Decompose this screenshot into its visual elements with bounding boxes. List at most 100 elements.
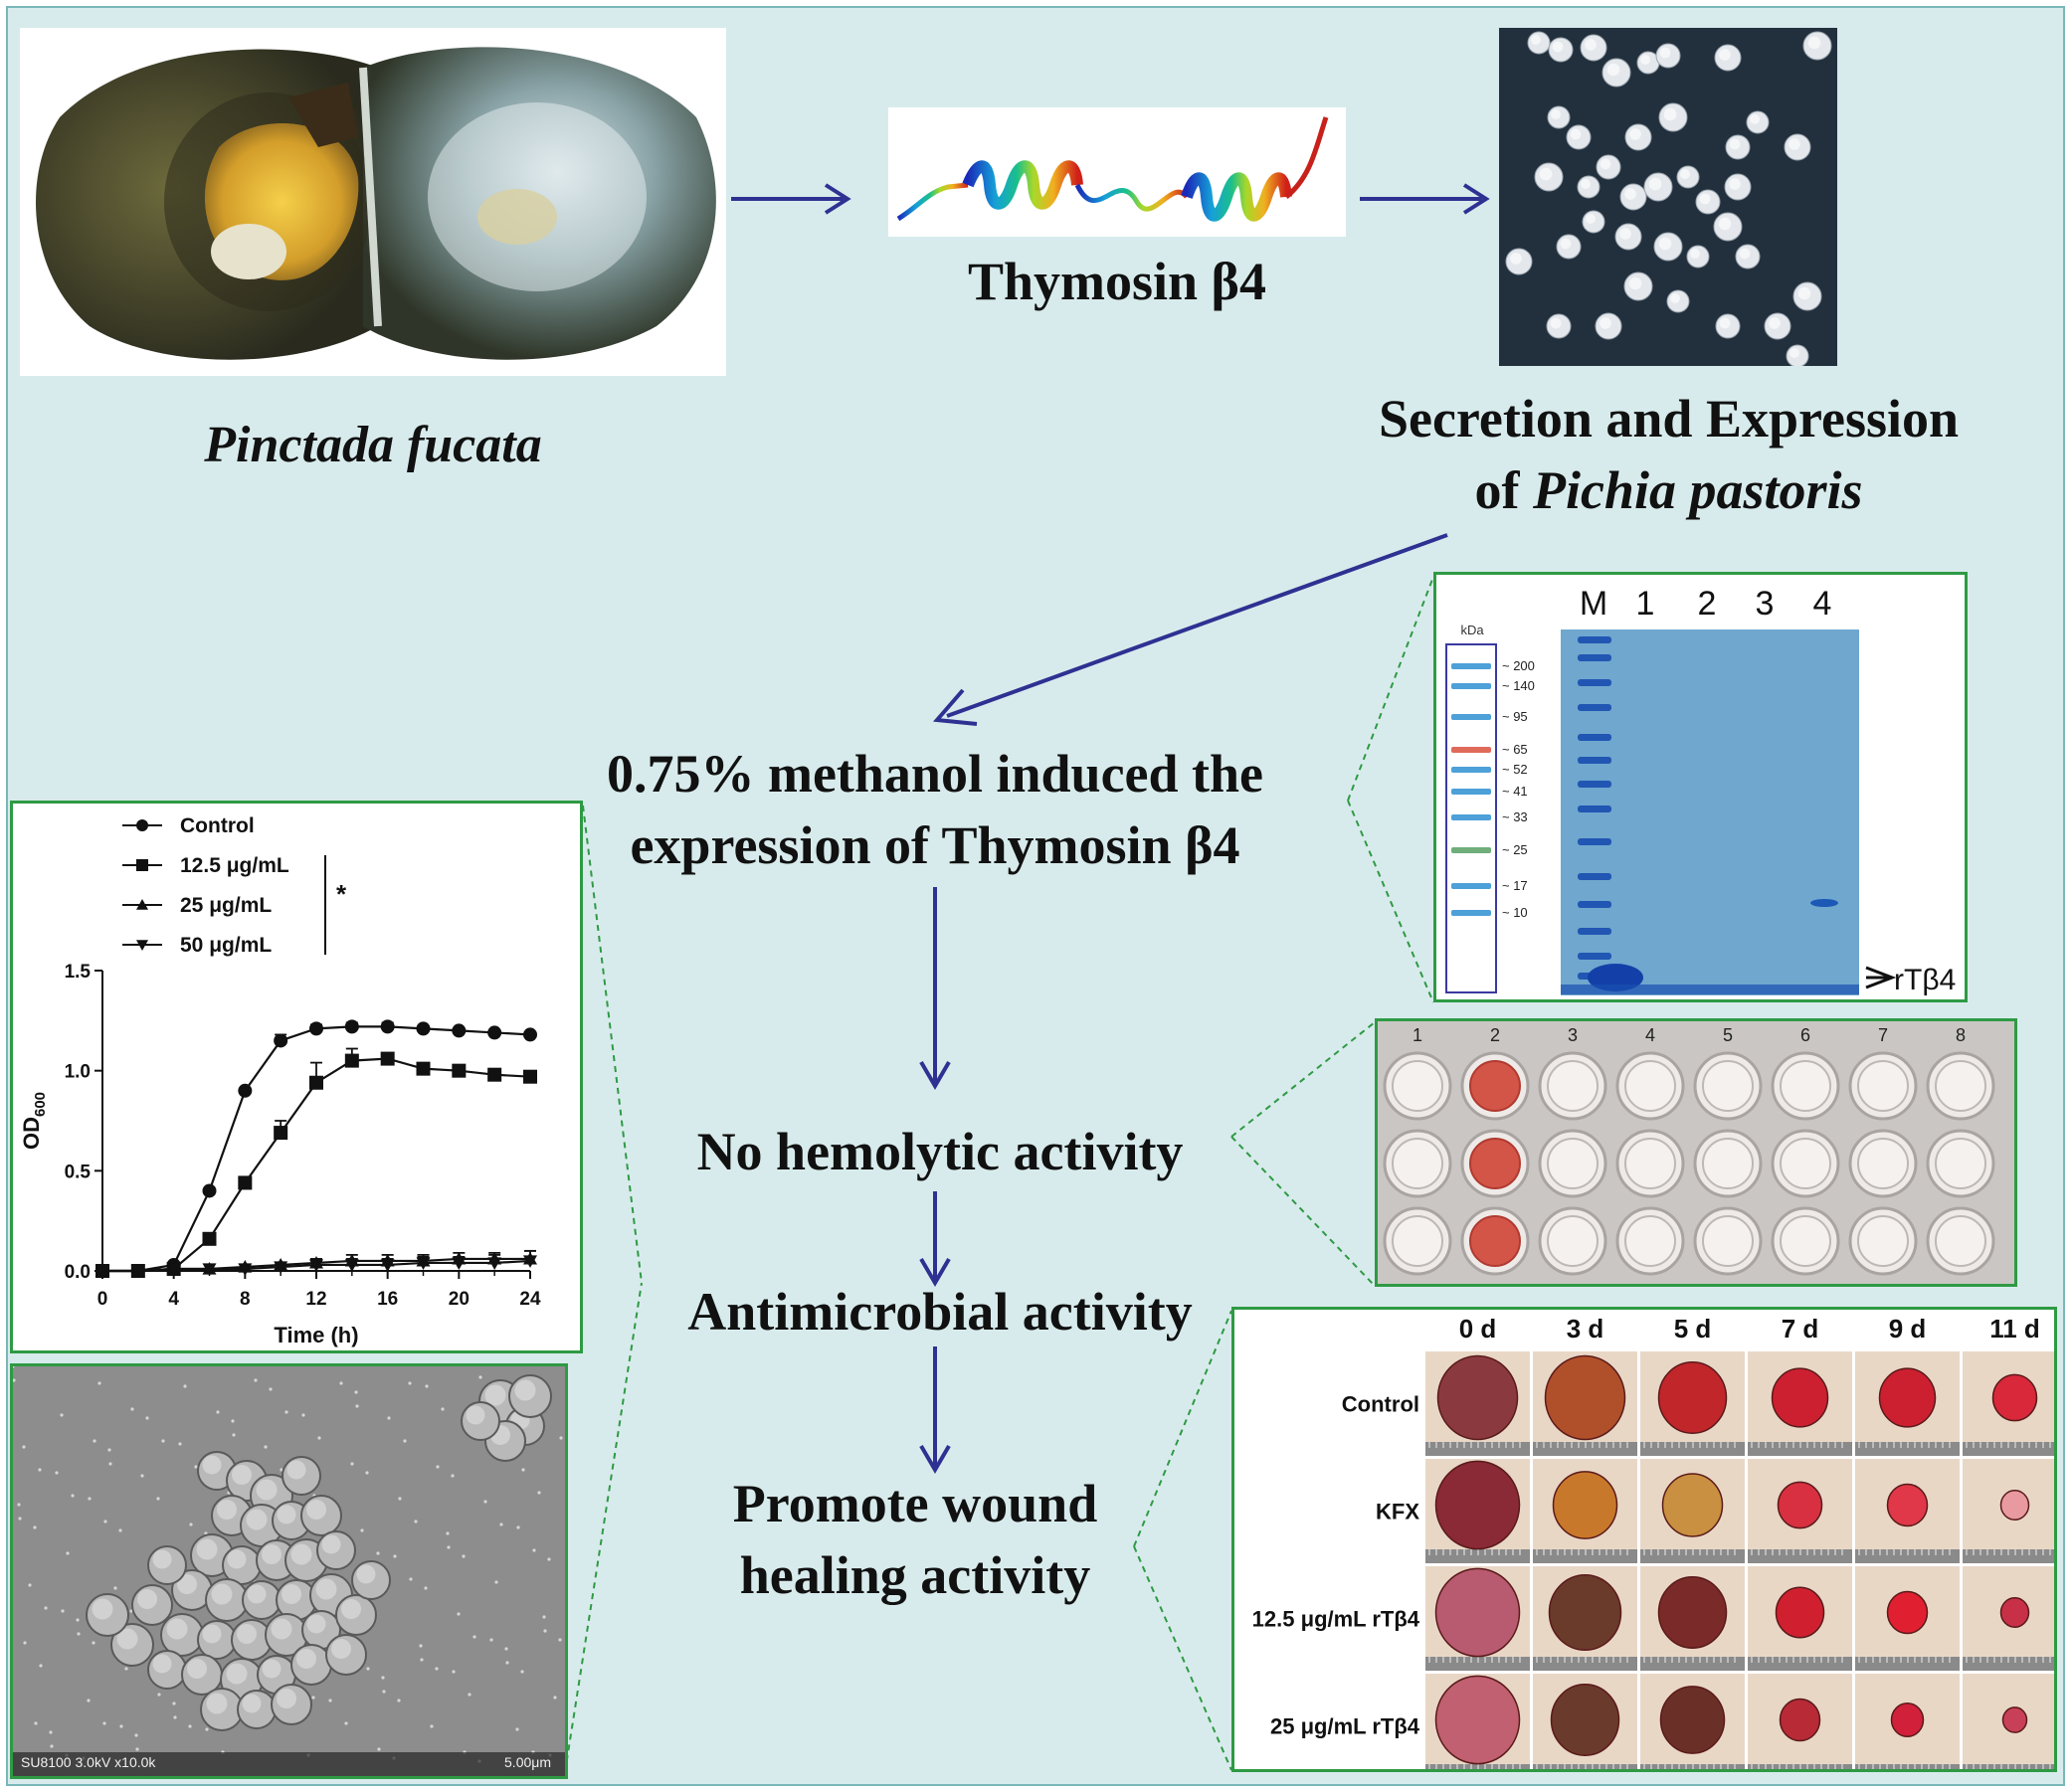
wound-area <box>1999 1597 2030 1628</box>
protein-label: Thymosin β4 <box>967 252 1267 311</box>
sem-particle <box>113 1586 117 1590</box>
day-label: 5 d <box>1674 1314 1712 1344</box>
sem-particle <box>60 1413 64 1417</box>
wound-area <box>1779 1698 1821 1742</box>
x-tick-label: 12 <box>305 1289 326 1310</box>
bacterium-highlight <box>282 1584 301 1604</box>
data-point <box>309 1259 323 1272</box>
sem-particle <box>130 1407 134 1411</box>
data-point <box>238 1263 253 1276</box>
wound-area <box>1991 1373 2038 1422</box>
ruler-strip <box>1640 1549 1745 1563</box>
sem-particle <box>188 1724 192 1728</box>
sem-particle <box>103 1520 107 1523</box>
sem-particle <box>55 1471 59 1475</box>
ladder-marker-label: ~ 25 <box>1502 842 1528 857</box>
ladder-marker-label: ~ 10 <box>1502 905 1528 920</box>
yeast-cell-highlight <box>1739 248 1751 260</box>
organism-label: Pinctada fucata <box>204 417 542 473</box>
plate-well-inner <box>1392 1215 1443 1267</box>
wound-area <box>1771 1367 1829 1428</box>
yeast-cell-highlight <box>1789 348 1799 358</box>
sem-particle <box>156 1497 160 1501</box>
plate-column-label: 8 <box>1956 1025 1966 1045</box>
sem-particle <box>505 1661 509 1665</box>
data-point <box>380 1019 395 1034</box>
group-label: 12.5 μg/mL rTβ4 <box>1252 1607 1420 1632</box>
yeast-cell-highlight <box>1606 63 1620 77</box>
data-point <box>452 1023 467 1038</box>
sem-particle <box>516 1525 520 1529</box>
plate-well-inner <box>1392 1060 1443 1112</box>
bacterium-highlight <box>306 1500 326 1520</box>
sem-particle <box>559 1436 563 1440</box>
sem-particle <box>77 1632 81 1636</box>
sem-particle <box>543 1629 547 1633</box>
data-point <box>202 1183 217 1198</box>
bacterium-highlight <box>217 1500 237 1520</box>
yeast-cell-highlight <box>1585 39 1597 51</box>
bacterium-highlight <box>187 1659 207 1679</box>
ladder-band <box>1451 789 1491 795</box>
bacterium-highlight <box>247 1584 267 1604</box>
data-point <box>136 899 148 910</box>
sem-particle <box>118 1528 122 1532</box>
yeast-sem-photo <box>1499 28 1837 368</box>
sem-particle <box>178 1442 182 1446</box>
bacterium-highlight <box>262 1544 282 1564</box>
sem-particle <box>397 1699 401 1702</box>
sem-particle <box>494 1580 498 1584</box>
data-point <box>95 1265 109 1278</box>
wound-area <box>1999 1490 2030 1521</box>
sem-particle <box>254 1378 258 1382</box>
ruler-strip <box>1855 1442 1960 1456</box>
sem-particle <box>376 1551 380 1555</box>
plate-well-inner <box>1935 1215 1986 1267</box>
wound-healing-step: Promote wound healing activity <box>617 1468 1214 1611</box>
bacterium-highlight <box>262 1659 282 1679</box>
gel-lane-label: 3 <box>1756 585 1775 623</box>
yeast-cell-highlight <box>1729 178 1741 190</box>
bacterium-highlight <box>286 1460 306 1480</box>
ruler-strip <box>1533 1549 1637 1563</box>
ladder-marker-label: ~ 95 <box>1502 709 1528 724</box>
sem-particle <box>140 1474 144 1478</box>
bacterium-highlight <box>137 1589 157 1609</box>
sem-particle <box>66 1551 70 1555</box>
yeast-cell-highlight <box>1600 158 1611 170</box>
gel-marker-band <box>1578 838 1611 845</box>
sem-particle <box>11 1364 15 1368</box>
sem-particle <box>365 1471 369 1475</box>
sem-particle <box>515 1727 519 1731</box>
ruler-strip <box>1963 1549 2067 1563</box>
sem-particle <box>216 1410 220 1414</box>
sem-particle <box>360 1528 364 1532</box>
sem-particle <box>269 1387 273 1391</box>
wound-area <box>1434 1675 1521 1765</box>
y-tick-label: 0.0 <box>65 1262 91 1283</box>
bacterium-highlight <box>271 1618 292 1640</box>
plate-well-inner <box>1857 1060 1909 1112</box>
y-axis-label: OD600 <box>19 1092 49 1150</box>
sem-particle <box>92 1641 95 1645</box>
ladder-marker-label: ~ 17 <box>1502 878 1528 893</box>
data-point <box>344 1259 359 1272</box>
ladder-unit-label: kDa <box>1460 623 1484 637</box>
bacterium-highlight <box>166 1618 188 1640</box>
plate-column-label: 5 <box>1723 1025 1733 1045</box>
sem-particle <box>424 1586 428 1590</box>
legend-label: Control <box>180 814 255 837</box>
sem-particle <box>435 1667 439 1671</box>
ruler-strip <box>1640 1657 1745 1671</box>
day-label: 3 d <box>1567 1314 1604 1344</box>
sem-particle <box>145 1416 149 1420</box>
expression-line-1: Secretion and Expression <box>1378 389 1960 448</box>
x-tick-label: 20 <box>449 1289 470 1310</box>
yeast-cell-highlight <box>1769 317 1781 329</box>
wound-area <box>1544 1354 1626 1441</box>
rtb4-band-label: rTβ4 <box>1894 964 1956 996</box>
ladder-marker-label: ~ 200 <box>1502 658 1535 673</box>
ruler-strip <box>1748 1657 1852 1671</box>
